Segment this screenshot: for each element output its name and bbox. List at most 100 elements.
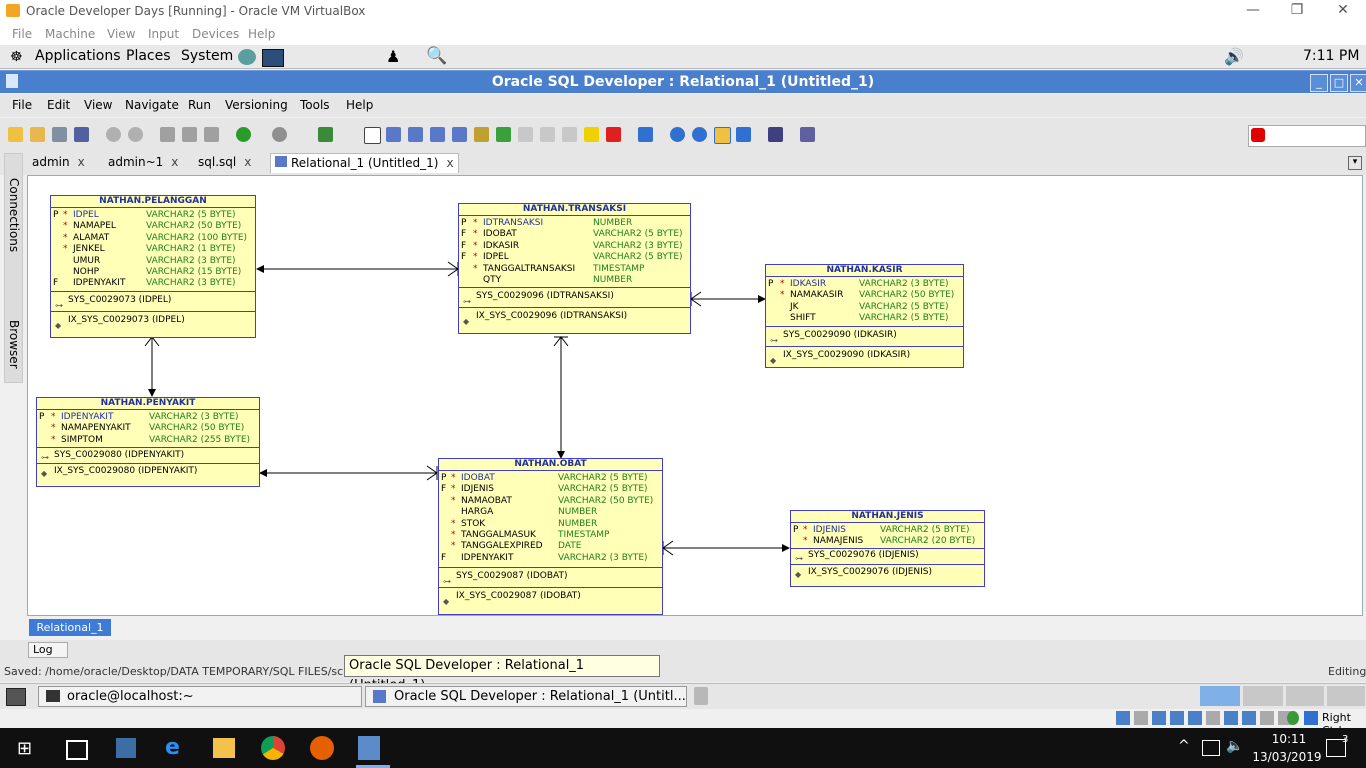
- collapse-icon[interactable]: [638, 127, 653, 142]
- new-table-icon[interactable]: [386, 127, 401, 142]
- network-status-icon[interactable]: [1202, 740, 1220, 756]
- show-hidden-icons-chevron-icon[interactable]: ^: [1178, 738, 1190, 754]
- action-center-icon[interactable]: [1326, 739, 1346, 757]
- menu-navigate[interactable]: Navigate: [125, 98, 179, 112]
- add-element-icon[interactable]: [518, 127, 533, 142]
- show-desktop-icon[interactable]: [6, 688, 26, 706]
- edge-icon[interactable]: e: [165, 735, 180, 760]
- redo-icon[interactable]: [128, 127, 143, 142]
- tab-close-icon[interactable]: x: [244, 155, 252, 169]
- new-icon[interactable]: [8, 127, 23, 142]
- vbox-menu-input[interactable]: Input: [148, 27, 180, 41]
- task-view-icon[interactable]: [66, 740, 88, 760]
- firefox-icon[interactable]: [310, 736, 334, 760]
- sql-worksheet-icon[interactable]: [318, 127, 333, 142]
- trash-icon[interactable]: [694, 687, 708, 705]
- terminal-launcher-icon[interactable]: [262, 49, 284, 67]
- side-tab-browser[interactable]: Browser: [7, 320, 21, 369]
- sqldev-maximize-button[interactable]: □: [1330, 74, 1348, 92]
- tab-relational-1[interactable]: Relational_1 (Untitled_1)x: [270, 153, 459, 173]
- menu-run[interactable]: Run: [188, 98, 212, 112]
- menu-edit[interactable]: Edit: [47, 98, 71, 112]
- database-launcher-icon[interactable]: [238, 49, 256, 65]
- sqldev-minimize-button[interactable]: _: [1310, 74, 1328, 92]
- windows-start-icon[interactable]: ⊞: [17, 738, 33, 759]
- optical-drive-icon[interactable]: [1134, 711, 1148, 725]
- menu-applications[interactable]: Applications: [35, 48, 121, 64]
- new-arc-icon[interactable]: [496, 127, 511, 142]
- menu-tools[interactable]: Tools: [300, 98, 330, 112]
- vbox-menu-help[interactable]: Help: [248, 27, 276, 41]
- desktop-app-icon[interactable]: [116, 738, 136, 758]
- workspace-3[interactable]: [1286, 686, 1324, 706]
- volume-icon[interactable]: 🔊: [1224, 47, 1244, 66]
- find-icon[interactable]: [768, 127, 783, 142]
- open-icon[interactable]: [30, 127, 45, 142]
- restore-button[interactable]: ❐: [1290, 2, 1304, 18]
- back-icon[interactable]: [236, 127, 251, 142]
- panel-clock[interactable]: 7:11 PM: [1303, 48, 1360, 64]
- vbox-menu-file[interactable]: File: [12, 27, 33, 41]
- tab-close-icon[interactable]: x: [171, 155, 179, 169]
- menu-file[interactable]: File: [12, 98, 33, 112]
- elbow-icon[interactable]: [562, 127, 577, 142]
- save-icon[interactable]: [52, 127, 67, 142]
- menu-versioning[interactable]: Versioning: [225, 98, 288, 112]
- fit-screen-icon[interactable]: [714, 127, 731, 144]
- display-icon[interactable]: [1224, 711, 1238, 725]
- vbox-menu-machine[interactable]: Machine: [45, 27, 96, 41]
- menu-view[interactable]: View: [84, 98, 113, 112]
- chrome-icon[interactable]: [261, 736, 285, 760]
- workspace-1[interactable]: [1200, 686, 1240, 706]
- tab-list-chevron-icon[interactable]: ▾: [1348, 156, 1362, 170]
- menu-help[interactable]: Help: [346, 98, 374, 112]
- save-all-icon[interactable]: [74, 127, 89, 142]
- side-tab-connections[interactable]: Connections: [7, 178, 21, 253]
- network-icon[interactable]: ♟: [386, 47, 401, 66]
- usb-icon[interactable]: [1188, 711, 1202, 725]
- keyboard-capture-icon[interactable]: [1304, 711, 1318, 725]
- task-sqldeveloper[interactable]: Oracle SQL Developer : Relational_1 (Unt…: [365, 686, 687, 707]
- split-icon[interactable]: [430, 127, 445, 142]
- menu-system[interactable]: System: [181, 48, 234, 64]
- default-size-icon[interactable]: [736, 127, 751, 142]
- mouse-integration-icon[interactable]: [1287, 711, 1299, 725]
- merge-icon[interactable]: [452, 127, 467, 142]
- file-explorer-icon[interactable]: [213, 738, 235, 758]
- tab-close-icon[interactable]: x: [77, 155, 85, 169]
- cut-icon[interactable]: [160, 127, 175, 142]
- workspace-4[interactable]: [1327, 686, 1365, 706]
- taskbar-clock-time[interactable]: 10:11: [1271, 732, 1307, 746]
- video-capture-icon[interactable]: [1242, 711, 1256, 725]
- vbox-menu-devices[interactable]: Devices: [192, 27, 240, 41]
- minimize-button[interactable]: —: [1246, 2, 1260, 18]
- harddisk-icon[interactable]: [1116, 711, 1130, 725]
- search-icon[interactable]: 🔍: [426, 46, 448, 66]
- copy-icon[interactable]: [182, 127, 197, 142]
- select-pointer-icon[interactable]: [364, 127, 381, 144]
- tab-close-icon[interactable]: x: [446, 156, 454, 170]
- forward-icon[interactable]: [272, 127, 287, 142]
- zoom-in-icon[interactable]: [670, 127, 685, 142]
- undo-icon[interactable]: [106, 127, 121, 142]
- vbox-menu-view[interactable]: View: [107, 27, 136, 41]
- new-fk-icon[interactable]: [474, 127, 489, 142]
- paste-icon[interactable]: [204, 127, 219, 142]
- remove-element-icon[interactable]: [540, 127, 555, 142]
- audio-icon[interactable]: [1152, 711, 1166, 725]
- close-button[interactable]: ✕: [1337, 2, 1349, 18]
- diagram-subview-tab[interactable]: Relational_1: [29, 619, 111, 636]
- zoom-out-icon[interactable]: [692, 127, 707, 142]
- volume-muted-icon[interactable]: 🔈: [1226, 738, 1244, 754]
- workspace-2[interactable]: [1243, 686, 1283, 706]
